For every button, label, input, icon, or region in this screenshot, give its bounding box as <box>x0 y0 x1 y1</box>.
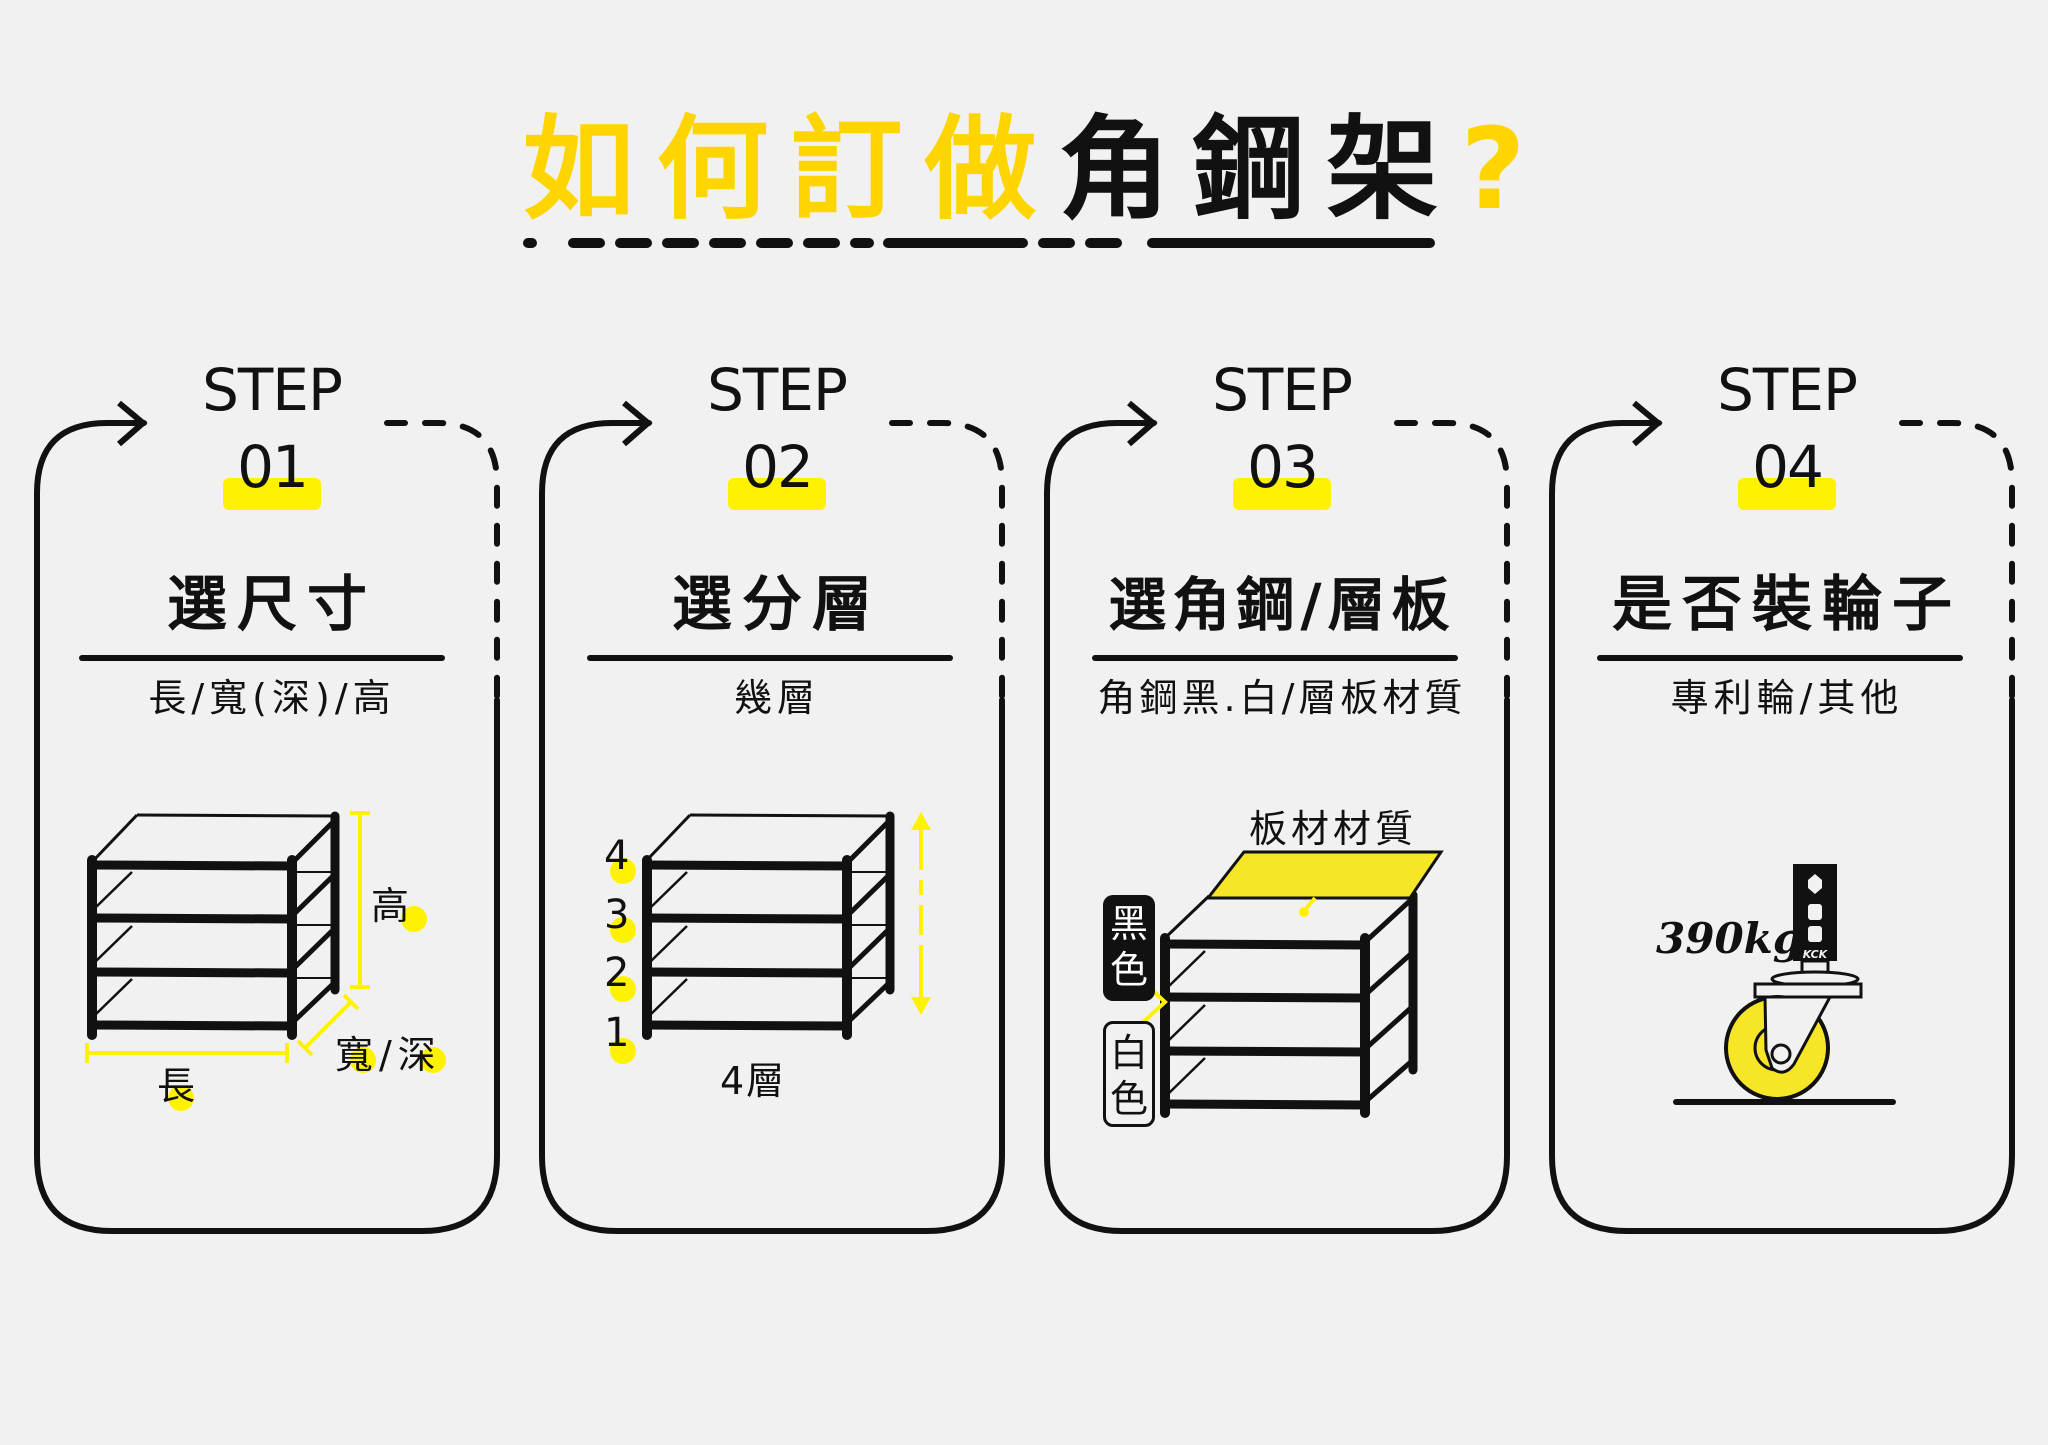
card-frame-dashed <box>1899 420 2015 703</box>
step-title: 選尺寸 <box>167 570 377 640</box>
card-frame-dashed <box>384 420 500 703</box>
tier-label: 2 <box>604 950 630 996</box>
arrow-right-icon <box>117 400 148 447</box>
highlight-dot <box>420 1047 446 1073</box>
brand-text: KCK <box>1803 948 1829 961</box>
step-subtitle: 長/寬(深)/高 <box>148 676 396 720</box>
height-arrow <box>911 812 931 1015</box>
title-question-mark: ? <box>1460 105 1526 235</box>
color-option-black: 黑色 <box>1103 895 1155 1001</box>
step-title-rule <box>1092 655 1458 661</box>
page-title: 如何訂做角鋼架? <box>0 105 2048 235</box>
step-label: STEP <box>202 356 343 424</box>
step-number-badge: 04 <box>1552 432 2022 512</box>
step-number: 02 <box>742 433 814 501</box>
height-dimension-line <box>350 811 370 989</box>
board-material-label: 板材材質 <box>1249 807 1418 851</box>
step-number-highlight <box>223 478 321 510</box>
tier-label: 1 <box>604 1010 630 1056</box>
shelf-material-illustration <box>1111 850 1444 1118</box>
step-card-4: STEP 04 是否裝輪子 專利輪/其他 390kg KCK <box>1552 350 2022 1240</box>
shelf-icon <box>87 811 340 1040</box>
highlight-dot <box>610 917 636 943</box>
step-subtitle: 幾層 <box>733 676 820 720</box>
highlight-dot <box>401 906 427 932</box>
highlight-dot <box>350 1047 376 1073</box>
caster-wheel-icon: KCK <box>1673 864 1896 1105</box>
step-title: 選分層 <box>672 570 882 640</box>
step-card-1: STEP 01 選尺寸 長/寬(深)/高 <box>37 350 507 1240</box>
height-label: 高 <box>371 884 410 928</box>
step-number-highlight <box>728 478 826 510</box>
highlight-dot <box>168 1085 194 1111</box>
step-title: 是否裝輪子 <box>1612 570 1962 640</box>
length-dimension-line <box>85 1043 289 1063</box>
shelf-tier-illustration <box>642 811 931 1040</box>
step-number-badge: 02 <box>542 432 1012 512</box>
card-frame-solid <box>1044 420 1510 1234</box>
step-number-highlight <box>1738 478 1836 510</box>
caster-wheel-illustration: KCK <box>1673 864 1896 1105</box>
card-frame-3 <box>1044 400 1510 1234</box>
tier-label: 4 <box>604 833 630 879</box>
shelf-icon <box>1160 890 1418 1118</box>
step-title-rule <box>79 655 445 661</box>
highlight-dot <box>610 976 636 1002</box>
arrow-right-icon <box>1127 400 1158 447</box>
card-frame-dashed <box>1394 420 1510 703</box>
card-frame-solid <box>1549 420 2015 1234</box>
arrow-right-icon <box>1632 400 1663 447</box>
card-frame-4 <box>1549 400 2015 1234</box>
tier-label: 3 <box>604 892 630 938</box>
step-subtitle: 專利輪/其他 <box>1670 676 1904 720</box>
step-title-rule <box>1597 655 1963 661</box>
card-frame-dashed <box>889 420 1005 703</box>
color-option-white: 白色 <box>1103 1021 1155 1127</box>
depth-label: 寬/深 <box>335 1033 442 1077</box>
step-number-badge: 03 <box>1047 432 1517 512</box>
step-number: 04 <box>1752 433 1824 501</box>
load-capacity-label: 390kg <box>1656 914 1803 963</box>
step-number: 03 <box>1247 433 1319 501</box>
length-label: 長 <box>157 1064 196 1108</box>
card-frame-solid <box>539 420 1005 1234</box>
card-frame-1 <box>34 400 500 1234</box>
step-label: STEP <box>707 356 848 424</box>
tier-caption: 4層 <box>720 1059 787 1103</box>
title-yellow-part: 如何訂做 <box>522 105 1059 235</box>
shelf-icon <box>642 811 895 1040</box>
step-card-3: STEP 03 選角鋼/層板 角鋼黑.白/層板材質 板材材質 <box>1047 350 1517 1240</box>
highlight-dot <box>610 1038 636 1064</box>
title-black-part: 角鋼架 <box>1058 105 1461 235</box>
step-label: STEP <box>1212 356 1353 424</box>
step-number-badge: 01 <box>37 432 507 512</box>
arrow-right-icon <box>622 400 653 447</box>
card-frame-2 <box>539 400 1005 1234</box>
board-panel-icon <box>1204 850 1444 917</box>
step-card-2: STEP 02 選分層 幾層 <box>542 350 1012 1240</box>
card-frame-solid <box>34 420 500 1234</box>
step-subtitle: 角鋼黑.白/層板材質 <box>1097 676 1467 720</box>
step-label: STEP <box>1717 356 1858 424</box>
step-number: 01 <box>237 433 309 501</box>
highlight-dot <box>610 858 636 884</box>
depth-dimension-line <box>296 993 360 1057</box>
shelf-dimension-illustration <box>85 811 370 1063</box>
step-number-highlight <box>1233 478 1331 510</box>
step-title: 選角鋼/層板 <box>1108 571 1456 639</box>
step-title-rule <box>587 655 953 661</box>
